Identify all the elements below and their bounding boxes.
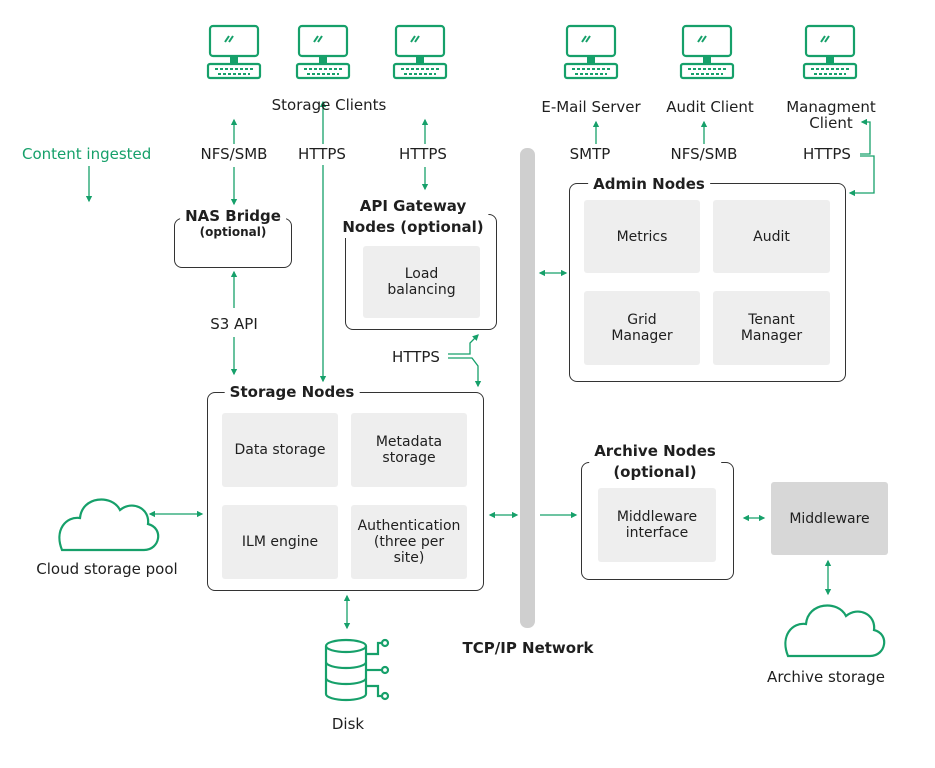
https-storage-nodes-label: HTTPS [392,348,440,366]
s3-api-label: S3 API [210,315,258,333]
cloud-storage-pool-icon [58,498,160,552]
https-storage-clients-label: HTTPS [298,145,346,163]
auth-label-1: Authentication [357,518,461,534]
tenant-manager-label-2: Manager [740,328,803,344]
api-gateway-title-1: API Gateway [359,197,467,215]
storage-client-2-icon [295,24,351,80]
storage-clients-label: Storage Clients [271,96,387,114]
ilm-engine-cell: ILM engine [222,505,338,579]
cloud-storage-pool-label: Cloud storage pool [36,560,178,578]
storage-client-3-icon [392,24,448,80]
audit-cell: Audit [713,200,830,273]
content-ingested-label: Content ingested [22,145,152,163]
middleware-box: Middleware [771,482,888,555]
nas-bridge-subtitle: (optional) [199,225,267,239]
management-client-label-2: Client [809,114,853,132]
api-gateway-title: API Gateway Nodes (optional) [337,196,489,238]
email-server-icon [563,24,619,80]
authentication-cell: Authentication (three per site) [351,505,467,579]
https-management-label: HTTPS [803,145,851,163]
load-balancing-label-1: Load [404,266,439,282]
tcp-ip-network-label: TCP/IP Network [462,639,594,657]
email-server-label: E-Mail Server [541,98,641,116]
archive-storage-label: Archive storage [767,668,885,686]
nfs-smb-left-label: NFS/SMB [200,145,268,163]
auth-label-2: (three per [373,534,445,550]
metadata-label-2: storage [382,450,436,466]
archive-storage-icon [784,604,886,658]
grid-manager-label-2: Manager [611,328,673,344]
connection-arrows [85,100,875,630]
archive-nodes-title: Archive Nodes (optional) [589,441,721,483]
https-gateway-label: HTTPS [399,145,447,163]
audit-client-label: Audit Client [666,98,754,116]
grid-manager-label-1: Grid [627,312,657,328]
archive-nodes-title-2: (optional) [613,463,697,481]
disk-label: Disk [331,715,365,733]
admin-nodes-title: Admin Nodes [588,175,710,193]
metrics-cell: Metrics [584,200,700,273]
disk-icon [324,638,390,702]
mw-interface-label-2: interface [625,525,689,541]
load-balancing-cell: Load balancing [363,246,480,318]
tcp-ip-network-bar [520,148,535,628]
metadata-label-1: Metadata [375,434,443,450]
data-storage-cell: Data storage [222,413,338,487]
management-client-label-1: Managment [786,98,876,116]
auth-label-3: site) [393,550,425,566]
middleware-interface-cell: Middleware interface [598,488,716,562]
management-client-icon [802,24,858,80]
archive-nodes-title-1: Archive Nodes [594,442,716,460]
mw-interface-label-1: Middleware [616,509,698,525]
tenant-manager-cell: Tenant Manager [713,291,830,365]
nas-bridge-title: NAS Bridge (optional) [180,207,286,239]
smtp-label: SMTP [569,145,611,163]
load-balancing-label-2: balancing [387,282,456,298]
audit-client-icon [679,24,735,80]
storage-client-1-icon [206,24,262,80]
nfs-smb-right-label: NFS/SMB [670,145,738,163]
nas-bridge-title-text: NAS Bridge [185,207,281,225]
storage-nodes-title: Storage Nodes [224,383,360,401]
tenant-manager-label-1: Tenant [748,312,795,328]
grid-manager-cell: Grid Manager [584,291,700,365]
api-gateway-title-2: Nodes (optional) [342,218,484,236]
metadata-storage-cell: Metadata storage [351,413,467,487]
